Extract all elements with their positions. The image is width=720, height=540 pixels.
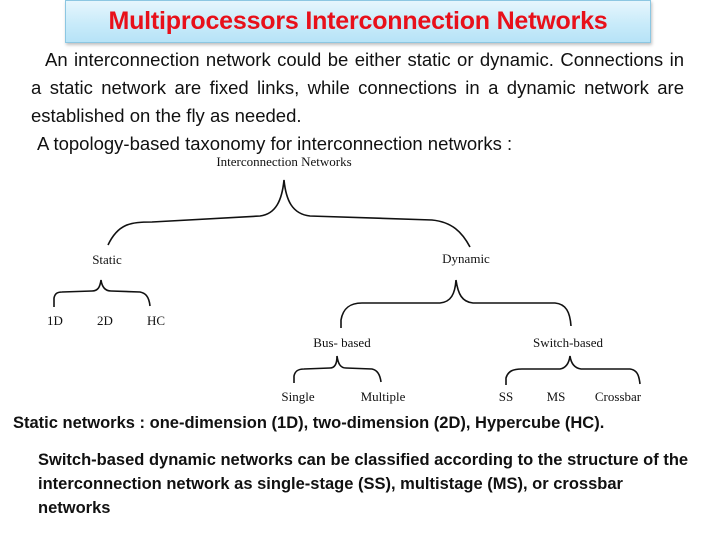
switch-based-note: Switch-based dynamic networks can be cla… (38, 451, 689, 517)
node-bus-based: Bus- based (313, 335, 371, 350)
static-networks-note: Static networks : one-dimension (1D), tw… (13, 414, 605, 432)
slide-title: Multiprocessors Interconnection Networks (108, 7, 608, 35)
node-multiple: Multiple (361, 389, 406, 404)
brace-dynamic (340, 279, 572, 328)
node-1d: 1D (47, 313, 63, 328)
node-2d: 2D (97, 313, 113, 328)
node-ms: MS (547, 389, 566, 404)
node-single: Single (281, 389, 314, 404)
node-ss: SS (499, 389, 513, 404)
brace-switch-based (505, 355, 641, 385)
node-hc: HC (147, 313, 165, 328)
brace-static (53, 279, 151, 307)
intro-paragraph-taxonomy: A topology-based taxonomy for interconne… (37, 133, 513, 154)
node-dynamic: Dynamic (442, 251, 490, 266)
intro-text: An interconnection network could be eith… (31, 46, 684, 158)
brace-bus-based (293, 355, 382, 383)
brace-root (107, 179, 471, 248)
intro-paragraph-definition: An interconnection network could be eith… (31, 49, 684, 126)
title-banner: Multiprocessors Interconnection Networks (65, 0, 651, 43)
node-crossbar: Crossbar (595, 389, 642, 404)
node-static: Static (92, 252, 122, 267)
node-switch-based: Switch-based (533, 335, 604, 350)
